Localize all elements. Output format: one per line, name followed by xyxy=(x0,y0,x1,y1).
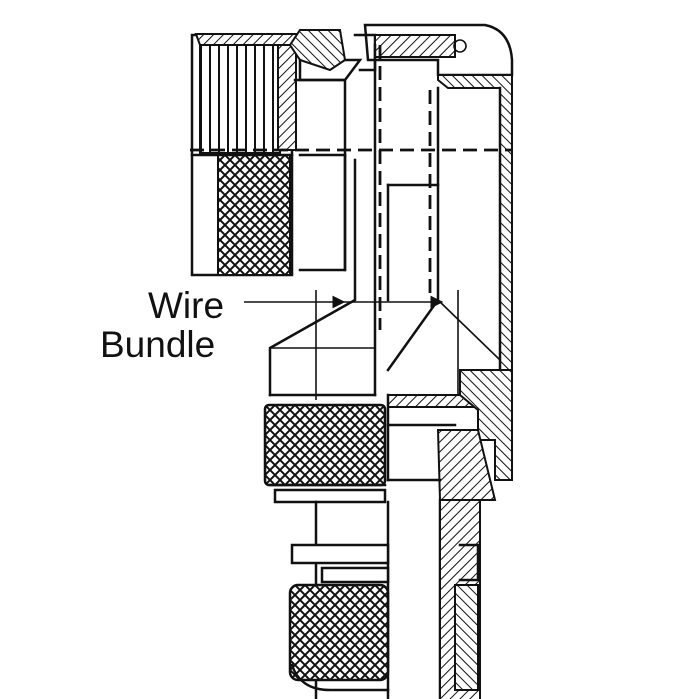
label-wire: Wire xyxy=(148,285,224,326)
wire-bundle-dimension xyxy=(244,290,459,400)
lower-coupling-nut xyxy=(288,583,479,692)
centerlines xyxy=(190,45,512,330)
label-bundle: Bundle xyxy=(100,324,215,365)
upper-coupling-nut xyxy=(190,33,313,277)
lower-ring xyxy=(263,369,513,504)
top-cap xyxy=(288,23,514,82)
backshell-body xyxy=(268,43,513,397)
